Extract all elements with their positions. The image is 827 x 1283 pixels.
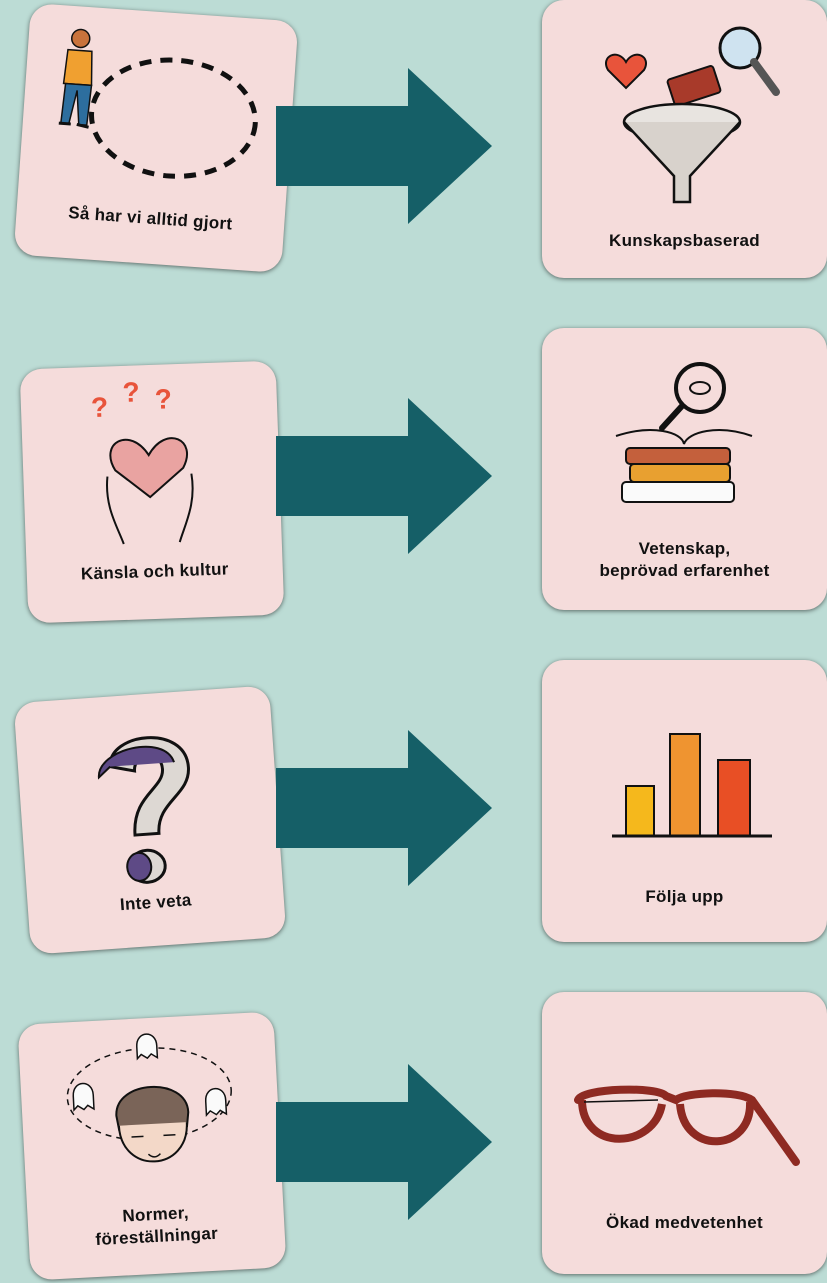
card-normer-forestallningar: Normer, föreställningar [17,1011,287,1281]
card-sa-har-vi-alltid-gjort: Så har vi alltid gjort [13,2,299,274]
glasses-icon [574,1085,800,1166]
card-kansla-och-kultur: ? ? ? Känsla och kultur [19,360,285,624]
label-line: Vetenskap, [638,539,731,558]
person-ghosts-icon [66,1033,232,1163]
walking-person-loop-icon [58,28,258,179]
books-magnifier-icon [615,362,753,503]
card-folja-upp: Följa upp [542,660,827,942]
question-mark-icon [97,736,190,884]
arrow-right-icon [276,730,492,886]
label-line: Följa upp [645,887,724,906]
heart-question-hands-icon: ? ? ? [90,376,194,545]
label-line: beprövad erfarenhet [599,561,770,580]
arrow-right-icon [276,398,492,554]
card-label: Följa upp [542,886,827,908]
card-okad-medvetenhet: Ökad medvetenhet [542,992,827,1274]
label-line: Ökad medvetenhet [606,1213,763,1232]
card-vetenskap: Vetenskap, beprövad erfarenhet [542,328,827,610]
card-label: Vetenskap, beprövad erfarenhet [542,538,827,582]
arrow-right-icon [276,1064,492,1220]
card-label: Ökad medvetenhet [542,1212,827,1234]
label-line: Kunskapsbaserad [609,231,760,250]
card-label: Kunskapsbaserad [542,230,827,252]
arrow-right-icon [276,68,492,224]
bar-chart-icon [612,733,772,838]
card-inte-veta: Inte veta [13,685,287,955]
svg-text:?: ? [122,376,140,408]
funnel-book-heart-magnifier-icon [605,26,780,204]
svg-text:?: ? [154,383,172,415]
card-kunskapsbaserad: Kunskapsbaserad [542,0,827,278]
svg-text:?: ? [90,391,108,423]
